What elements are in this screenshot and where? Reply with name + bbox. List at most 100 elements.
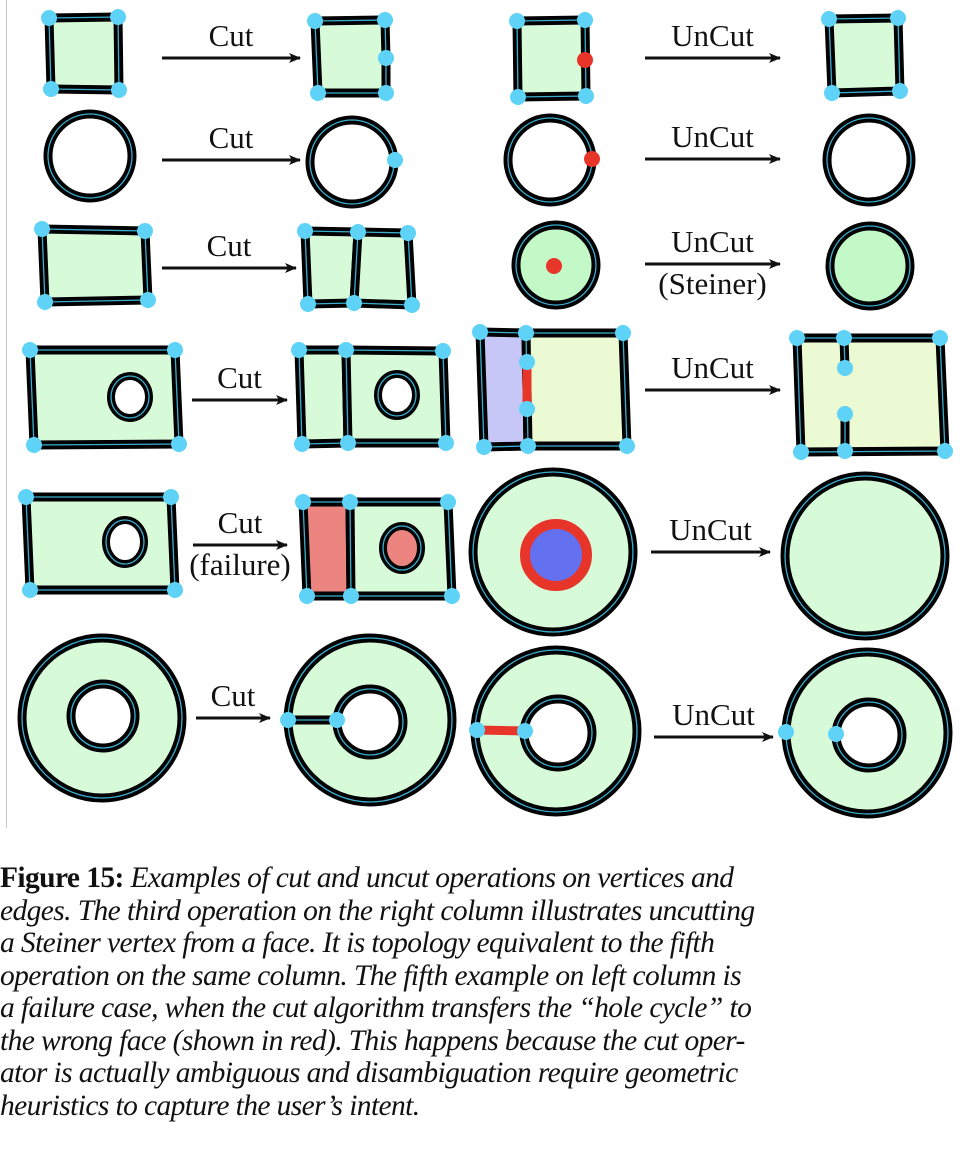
vertex (577, 12, 593, 28)
annulus-r-inner-fill (524, 699, 592, 767)
vertex (291, 342, 307, 358)
caption-line: Examples of cut and uncut operations on … (130, 862, 735, 894)
vertex (18, 489, 34, 505)
hole-cycle-inner (105, 519, 145, 565)
caption-line: the wrong face (shown in red). This happ… (0, 1024, 745, 1057)
op-left-4-label: Cut (217, 360, 262, 395)
vertex (520, 438, 536, 454)
op-left-3-label: Cut (207, 228, 252, 263)
hole-cycle-inner (377, 373, 417, 417)
vertex (167, 582, 183, 598)
steiner-uncut-disk-inner (829, 225, 911, 307)
vertex (400, 225, 416, 241)
vertex (342, 494, 358, 510)
vertex (440, 494, 456, 510)
selected-inner-cycle (520, 519, 592, 591)
vertex (778, 724, 794, 740)
vertex (517, 723, 533, 739)
vertex (140, 292, 156, 308)
op-left-5-label: Cut (218, 505, 263, 540)
vertex (509, 13, 525, 29)
vertex (378, 50, 394, 66)
disk-uncut-fill (785, 476, 945, 636)
vertex (22, 342, 38, 358)
op-right-4-label: UnCut (671, 350, 754, 385)
vertex (377, 12, 393, 28)
rect-face-fill (42, 229, 148, 302)
vertex (43, 81, 59, 97)
vertex (578, 88, 594, 104)
fail-rect-face-fill (26, 497, 175, 590)
fail-cut-face-red-fill (303, 502, 351, 596)
caption-line: ator is actually ambiguous and disambigu… (0, 1057, 738, 1089)
caption-line: edges. The third operation on the right … (0, 894, 755, 927)
vertex (280, 712, 296, 728)
vertex (619, 438, 635, 454)
vertex (295, 494, 311, 510)
vertex (171, 436, 187, 452)
vertex (836, 330, 852, 346)
vertex (837, 406, 853, 422)
vertex (404, 297, 420, 313)
caption-line: a failure case, when the cut algorithm t… (0, 992, 752, 1024)
op-left-6-label: Cut (211, 678, 256, 713)
vertex (307, 13, 323, 29)
square-cut-face-inner (314, 19, 387, 94)
vertex (343, 588, 359, 604)
vertex (338, 342, 354, 358)
selected-bridge-edge (476, 725, 526, 736)
hole (378, 374, 416, 416)
vertex (34, 221, 50, 237)
holed-cut-face-a-fill (299, 350, 348, 444)
vertex (937, 443, 953, 459)
square-face-fill (49, 17, 119, 90)
circle-cycle-inner (47, 113, 133, 199)
op-left-5-sublabel: (failure) (189, 547, 291, 582)
caption-line: heuristics to capture the user’s intent. (0, 1089, 420, 1122)
op-right-2-label: UnCut (671, 119, 754, 154)
rect-cut-face-a-fill (305, 231, 358, 304)
figure-caption: Figure 15: Examples of cut and uncut ope… (0, 862, 962, 1122)
vertex (828, 726, 844, 742)
circle-cut-cycle-inner (309, 119, 395, 205)
edge-uncut-face-yellow-fill (526, 333, 627, 446)
annulus-inner-fill (71, 684, 135, 748)
caption-label: Figure 15: (0, 862, 124, 894)
vertex (518, 325, 534, 341)
vertex (837, 443, 853, 459)
vertex (378, 85, 394, 101)
op-right-3-label: UnCut (671, 224, 754, 259)
figure-canvas: CutCutCutCutCut(failure)CutUnCutUnCutUnC… (17, 9, 953, 819)
annulus-uncut-inner-fill (836, 702, 902, 768)
vertex (111, 82, 127, 98)
vertex (837, 360, 853, 376)
hole-cycle-inner (110, 375, 150, 419)
edge-uncut-face-purple-fill (480, 332, 528, 447)
caption-line: operation on the same column. The fifth … (0, 959, 742, 992)
vertex (294, 436, 310, 452)
vertex (510, 89, 526, 105)
steiner-uncut-disk-fill (830, 226, 910, 306)
vertex (615, 325, 631, 341)
caption-line: a Steiner vertex from a face. It is topo… (0, 927, 715, 959)
vertex (476, 439, 492, 455)
vertex (793, 444, 809, 460)
margin-line (6, 0, 7, 828)
vertex (824, 85, 840, 101)
vertex (890, 10, 906, 26)
circle-cycle-r-inner (507, 117, 593, 203)
hole-wrong-face (383, 526, 421, 570)
square-uncut-face-fill (829, 18, 900, 93)
vertex (26, 437, 42, 453)
vertex (37, 294, 53, 310)
vertex (300, 296, 316, 312)
annulus-cut-inner-fill (337, 689, 403, 755)
vertex (163, 489, 179, 505)
vertex (789, 330, 805, 346)
op-right-1-label: UnCut (671, 18, 754, 53)
vertex (444, 588, 460, 604)
vertex (387, 152, 403, 168)
vertex (519, 401, 535, 417)
vertex (519, 354, 535, 370)
